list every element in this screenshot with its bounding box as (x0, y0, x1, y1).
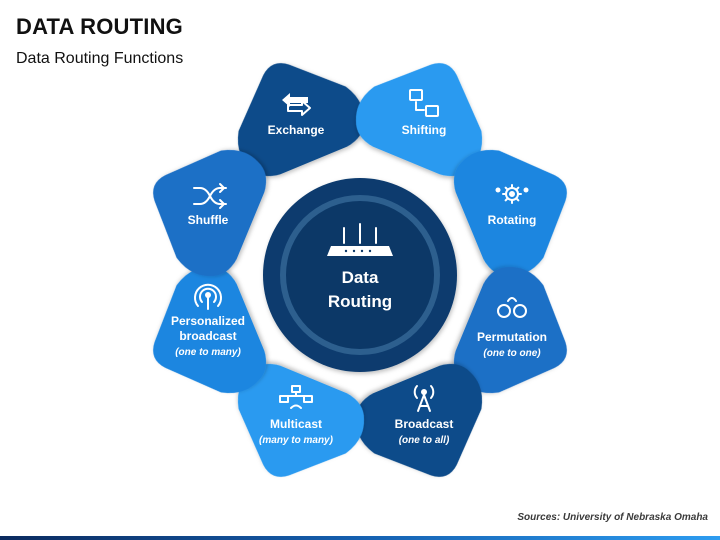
petal-shape (356, 363, 483, 477)
petal-sublabel: (one to all) (399, 435, 450, 446)
page-title: DATA ROUTING (16, 14, 183, 39)
exchange-arrows-icon (282, 93, 311, 116)
broadcast-tower-icon (413, 385, 435, 412)
gear-users-icon (495, 184, 529, 204)
petal-shape (356, 63, 483, 177)
petal-shuffle: Shuffle (153, 149, 267, 276)
petal-shape (237, 63, 364, 177)
page-subtitle: Data Routing Functions (16, 50, 184, 67)
petal-label: Shuffle (188, 213, 229, 227)
petal-label: Rotating (488, 213, 537, 227)
transfer-monitors-icon (409, 89, 439, 117)
petal-label: Exchange (268, 123, 325, 137)
permutation-icon (497, 297, 527, 318)
petal-shape (153, 267, 267, 394)
petal-label: Permutation (477, 330, 547, 344)
center-hub: Data Routing (263, 178, 457, 372)
petal-shape (453, 149, 567, 276)
petal-sublabel: (one to many) (175, 347, 241, 358)
petal-label: Personalized (171, 314, 245, 328)
signal-icon (194, 283, 222, 310)
petal-shape (153, 149, 267, 276)
router-icon (327, 223, 393, 256)
center-label-line2: Routing (328, 292, 392, 311)
petal-sublabel: (many to many) (259, 435, 334, 446)
petal-permutation: Permutation (one to one) (453, 267, 567, 394)
network-icon (279, 385, 313, 409)
petal-rotating: Rotating (453, 149, 567, 276)
shuffle-icon (193, 183, 227, 209)
petal-label-line2: broadcast (179, 329, 236, 343)
source-note: Sources: University of Nebraska Omaha (517, 512, 708, 523)
bottom-accent-bar (0, 536, 720, 540)
petal-multicast: Multicast (many to many) (237, 363, 364, 477)
petal-shape (453, 267, 567, 394)
petal-broadcast: Broadcast (one to all) (356, 363, 483, 477)
petal-shifting: Shifting (356, 63, 483, 177)
petal-sublabel: (one to one) (483, 348, 541, 359)
petal-label: Multicast (270, 417, 322, 431)
petal-label: Broadcast (395, 417, 454, 431)
petal-label: Shifting (402, 123, 447, 137)
center-label-line1: Data (342, 268, 379, 287)
petal-exchange: Exchange (237, 63, 364, 177)
petal-shape (237, 363, 364, 477)
